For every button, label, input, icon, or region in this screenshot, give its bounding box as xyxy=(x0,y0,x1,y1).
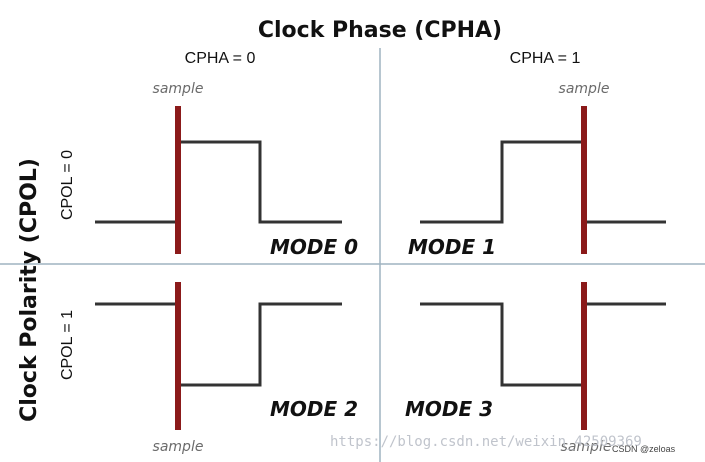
watermark-csdn: CSDN @zeloas xyxy=(612,444,676,454)
mode-1-label: MODE 1 xyxy=(408,235,496,259)
cpha-0-label: CPHA = 0 xyxy=(185,50,256,67)
cpol-axis-label: Clock Polarity (CPOL) xyxy=(17,158,42,422)
cpha-1-label: CPHA = 1 xyxy=(510,50,581,67)
diagram-title: Clock Phase (CPHA) xyxy=(258,18,502,43)
mode-0-label: MODE 0 xyxy=(270,235,358,259)
sample-label-mode-0: sample xyxy=(153,81,204,97)
clock-waveform-mode-1 xyxy=(420,140,666,224)
mode-3-label: MODE 3 xyxy=(405,397,493,421)
clock-waveform-mode-2 xyxy=(95,302,342,387)
sample-label-mode-1: sample xyxy=(559,81,610,97)
sample-label-mode-2: sample xyxy=(153,439,204,455)
watermark-url: https://blog.csdn.net/weixin_42509369 xyxy=(330,434,642,450)
clock-waveform-mode-0 xyxy=(95,140,342,224)
sample-label-mode-3: sample xyxy=(561,439,612,455)
cpol-0-label: CPOL = 0 xyxy=(59,150,76,220)
cpol-1-label: CPOL = 1 xyxy=(59,310,76,380)
clock-waveform-mode-3 xyxy=(420,302,666,387)
mode-2-label: MODE 2 xyxy=(270,397,358,421)
